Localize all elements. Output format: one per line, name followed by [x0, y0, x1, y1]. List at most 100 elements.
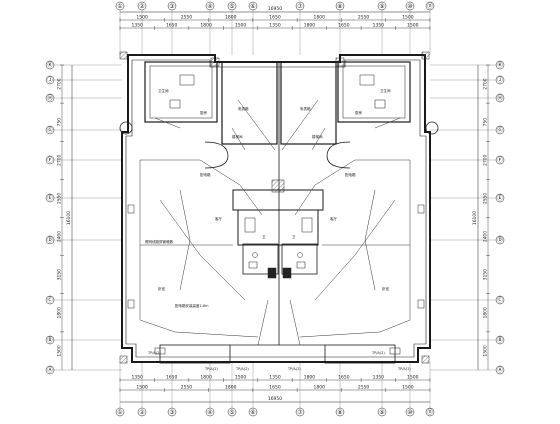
left-dim-value: 1500 — [57, 345, 63, 357]
top-dim-row2-value: 1650 — [166, 23, 178, 29]
left-row-axis-bubble — [45, 365, 55, 375]
top-col-axis-label: ③ — [169, 3, 174, 10]
room-label: 卧室 — [382, 286, 390, 291]
left-row-axis-bubble — [45, 235, 55, 245]
room-label: 客厅 — [215, 216, 222, 221]
right-dim-value: 750 — [483, 118, 489, 127]
top-overall-dim-text: 16950 — [268, 6, 282, 12]
top-dim-row1-value: 2550 — [181, 15, 193, 21]
left-row-axis-label: Ⓑ — [47, 336, 53, 344]
left-row-axis-label: Ⓚ — [47, 61, 53, 69]
bottom-col-axis-bubble — [115, 407, 125, 417]
left-dim-value: 2550 — [57, 193, 63, 205]
top-dim-row2-value: 1500 — [235, 23, 247, 29]
right-row-axis-bubble — [495, 193, 505, 203]
right-row-axis-label: Ⓔ — [497, 194, 503, 202]
bottom-dim-row2-value: 1500 — [136, 385, 148, 391]
right-row-axis-bubble — [495, 295, 505, 305]
top-col-axis-label: ⑦ — [297, 3, 303, 10]
left-row-axis-label: Ⓕ — [47, 156, 53, 164]
room-label: 电表箱 — [300, 106, 311, 111]
left-row-axis-bubble — [45, 93, 55, 103]
top-dim-row2-value: 1350 — [373, 23, 385, 29]
right-row-axis-label: Ⓓ — [497, 236, 503, 244]
left-row-axis-bubble — [45, 75, 55, 85]
room-label: 客厅 — [330, 216, 338, 221]
left-row-axis-bubble — [45, 155, 55, 165]
room-label: 楼梯间 — [232, 134, 243, 139]
left-row-axis-label: Ⓐ — [47, 366, 53, 374]
bottom-col-axis-bubble — [205, 407, 215, 417]
right-dim-value: 2700 — [483, 78, 489, 90]
top-dim-row2-value: 1350 — [269, 23, 281, 29]
left-row-axis-label: Ⓒ — [47, 296, 53, 304]
bottom-dim-row2-value: 1650 — [269, 385, 281, 391]
top-dim-row1-value: 1500 — [136, 15, 148, 21]
bottom-dim-row1-value: 1350 — [269, 375, 281, 381]
right-row-axis-bubble — [495, 125, 505, 135]
door-label: TP/A(2) — [147, 351, 161, 355]
left-overall-dim-text: 16100 — [66, 211, 72, 225]
wall-circles — [119, 121, 439, 135]
top-col-axis-bubble — [405, 1, 415, 11]
top-dim-row2-value: 1800 — [200, 23, 212, 29]
right-dim-value: 2400 — [483, 231, 489, 243]
top-dim-row2-value: 1500 — [407, 23, 419, 29]
right-dim-value: 2700 — [483, 154, 489, 166]
top-col-axis-label: ⑤ — [229, 3, 234, 10]
right-overall-dim-text: 16100 — [472, 211, 478, 225]
right-row-axis-label: Ⓑ — [497, 336, 503, 344]
note-1: 配电箱安装高度1.8m — [175, 303, 209, 308]
right-row-axis-bubble — [495, 235, 505, 245]
top-col-axis-label: ⑩ — [407, 3, 412, 10]
bottom-dim-row2-value: 1800 — [314, 385, 326, 391]
door-label: TP/A(2) — [235, 367, 249, 371]
left-dim-value: 2700 — [57, 78, 63, 90]
top-col-axis-bubble — [335, 1, 345, 11]
room-labels: 卫生间卫生间厨房厨房客厅客厅卧室卧室楼梯间楼梯间卫卫电表箱电表箱配电箱配电箱 — [158, 88, 391, 291]
right-dim-value: 2550 — [483, 193, 489, 205]
top-col-axis-label: ⑨ — [379, 3, 384, 10]
right-row-axis-bubble — [495, 60, 505, 70]
top-col-axis-bubble — [227, 1, 237, 11]
top-dim-row2-value: 1650 — [338, 23, 350, 29]
room-label: 电表箱 — [238, 106, 249, 111]
right-row-axis-bubble — [495, 365, 505, 375]
top-dim-row2-value: 1800 — [304, 23, 316, 29]
left-dim-value: 1800 — [57, 307, 63, 319]
bottom-dim-row1-value: 1350 — [373, 375, 385, 381]
top-dim-row1-value: 1500 — [402, 15, 414, 21]
right-row-axis-label: Ⓖ — [497, 126, 503, 134]
left-row-axis-bubble — [45, 193, 55, 203]
bottom-col-axis-label: ⑨ — [379, 409, 384, 416]
bottom-col-axis-label: ⑧ — [337, 409, 342, 416]
top-dim-row1-value: 1800 — [225, 15, 237, 21]
bottom-col-axis-label: ⑪ — [427, 408, 433, 416]
right-row-axis-label: Ⓚ — [497, 61, 503, 69]
bottom-col-axis-label: ① — [117, 409, 122, 416]
right-row-axis-label: Ⓒ — [497, 296, 503, 304]
top-dim-row1-value: 1650 — [269, 15, 281, 21]
bottom-dim-row1-value: 1500 — [407, 375, 419, 381]
top-col-axis-bubble — [295, 1, 305, 11]
right-row-axis-bubble — [495, 93, 505, 103]
top-dim-row1-value: 1800 — [314, 15, 326, 21]
room-label: 楼梯间 — [312, 134, 323, 139]
top-col-axis-label: ① — [117, 3, 122, 10]
bottom-col-axis-bubble — [335, 407, 345, 417]
bottom-overall-dim-text: 16950 — [268, 396, 282, 402]
top-overall-dimension: 16950 — [120, 6, 430, 13]
left-row-axis-bubble — [45, 295, 55, 305]
top-col-axis-label: ⑧ — [337, 3, 342, 10]
bottom-col-axis-label: ⑤ — [229, 409, 234, 416]
bottom-dim-row2-value: 2550 — [358, 385, 370, 391]
right-row-axis-bubble — [495, 75, 505, 85]
left-dim-value: 2700 — [57, 154, 63, 166]
left-row-axis-bubble — [45, 125, 55, 135]
